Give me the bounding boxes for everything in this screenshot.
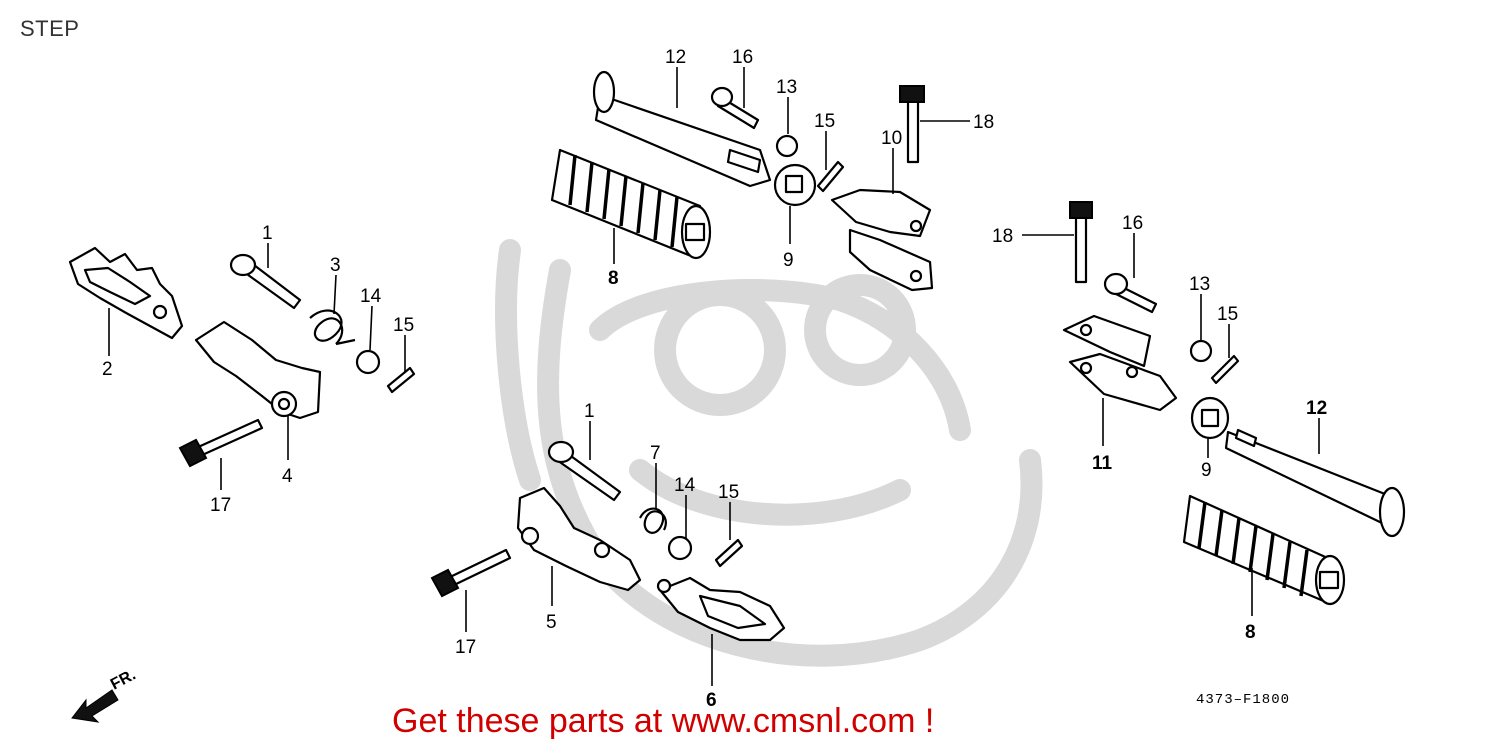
cotter-pin-15-right xyxy=(1210,354,1240,385)
callout-5: 5 xyxy=(546,612,557,633)
pin-16-right xyxy=(1103,272,1158,314)
bracket-10 xyxy=(830,188,934,292)
bolt-17-bottom xyxy=(430,548,512,598)
step-bar-12-right xyxy=(1224,428,1406,538)
washer-13-top xyxy=(775,134,799,158)
collar-9-right xyxy=(1190,396,1230,440)
callout-18: 18 xyxy=(973,112,994,133)
footpeg-6 xyxy=(656,576,786,642)
washer-14-bottom xyxy=(667,535,693,561)
callout-9-right: 9 xyxy=(1201,460,1212,481)
diagram-reference-code: 4373–F1800 xyxy=(1196,692,1291,708)
washer-13-right xyxy=(1189,339,1213,363)
callout-14-bottom: 14 xyxy=(674,475,696,496)
callout-1-bottom: 1 xyxy=(584,401,595,422)
bolt-18-top xyxy=(899,85,925,164)
leader-lines xyxy=(108,67,1320,686)
bracket-4 xyxy=(194,320,322,420)
callout-17-bottom: 17 xyxy=(455,637,476,658)
callout-1: 1 xyxy=(262,223,273,244)
callout-15-top: 15 xyxy=(814,111,835,132)
callout-3: 3 xyxy=(330,255,341,276)
callout-11: 11 xyxy=(1092,453,1113,474)
watermark-mascot xyxy=(495,239,1043,667)
front-direction-arrow-icon: FR. xyxy=(71,666,139,723)
callout-8-right: 8 xyxy=(1245,622,1256,643)
callout-4: 4 xyxy=(282,466,293,487)
callout-12: 12 xyxy=(665,47,686,68)
step-bar-12-top xyxy=(592,70,772,188)
cotter-pin-15-bottom xyxy=(714,538,744,568)
bolt-18-right xyxy=(1069,201,1093,284)
bracket-5 xyxy=(516,486,642,592)
callout-9: 9 xyxy=(783,250,794,271)
spring-7 xyxy=(639,507,667,534)
callout-7: 7 xyxy=(650,443,661,464)
collar-9-top xyxy=(773,163,817,207)
washer-14 xyxy=(355,349,381,375)
callout-15-right: 15 xyxy=(1217,304,1238,325)
callout-12-right: 12 xyxy=(1306,398,1327,419)
pin-1-bottom xyxy=(547,440,622,502)
callout-15: 15 xyxy=(393,315,414,336)
callout-8: 8 xyxy=(608,268,619,289)
bolt-17-left xyxy=(178,418,264,468)
promo-banner: Get these parts at www.cmsnl.com ! xyxy=(392,702,935,740)
callout-15-bottom: 15 xyxy=(718,482,739,503)
rubber-8-right xyxy=(1182,494,1346,606)
cotter-pin-15 xyxy=(386,366,416,394)
callout-labels: 1 2 3 14 15 17 4 12 16 13 15 18 10 8 9 1… xyxy=(102,47,1327,711)
spring-3 xyxy=(309,309,356,346)
callout-16: 16 xyxy=(732,47,753,68)
callout-13: 13 xyxy=(776,77,797,98)
callout-6: 6 xyxy=(706,690,717,711)
callout-13-right: 13 xyxy=(1189,274,1210,295)
callout-14: 14 xyxy=(360,286,382,307)
front-direction-label: FR. xyxy=(108,666,139,693)
cotter-pin-15-top xyxy=(816,160,845,193)
callout-17: 17 xyxy=(210,495,231,516)
callout-10: 10 xyxy=(881,128,902,149)
callout-18-right: 18 xyxy=(992,226,1013,247)
footpeg-2 xyxy=(68,246,184,340)
bracket-11 xyxy=(1062,314,1178,412)
pin-1 xyxy=(229,253,302,310)
callout-2: 2 xyxy=(102,359,113,380)
callout-16-right: 16 xyxy=(1122,213,1143,234)
rubber-8-top xyxy=(550,148,712,260)
page-title: STEP xyxy=(20,16,80,41)
pin-16-top xyxy=(710,86,760,130)
